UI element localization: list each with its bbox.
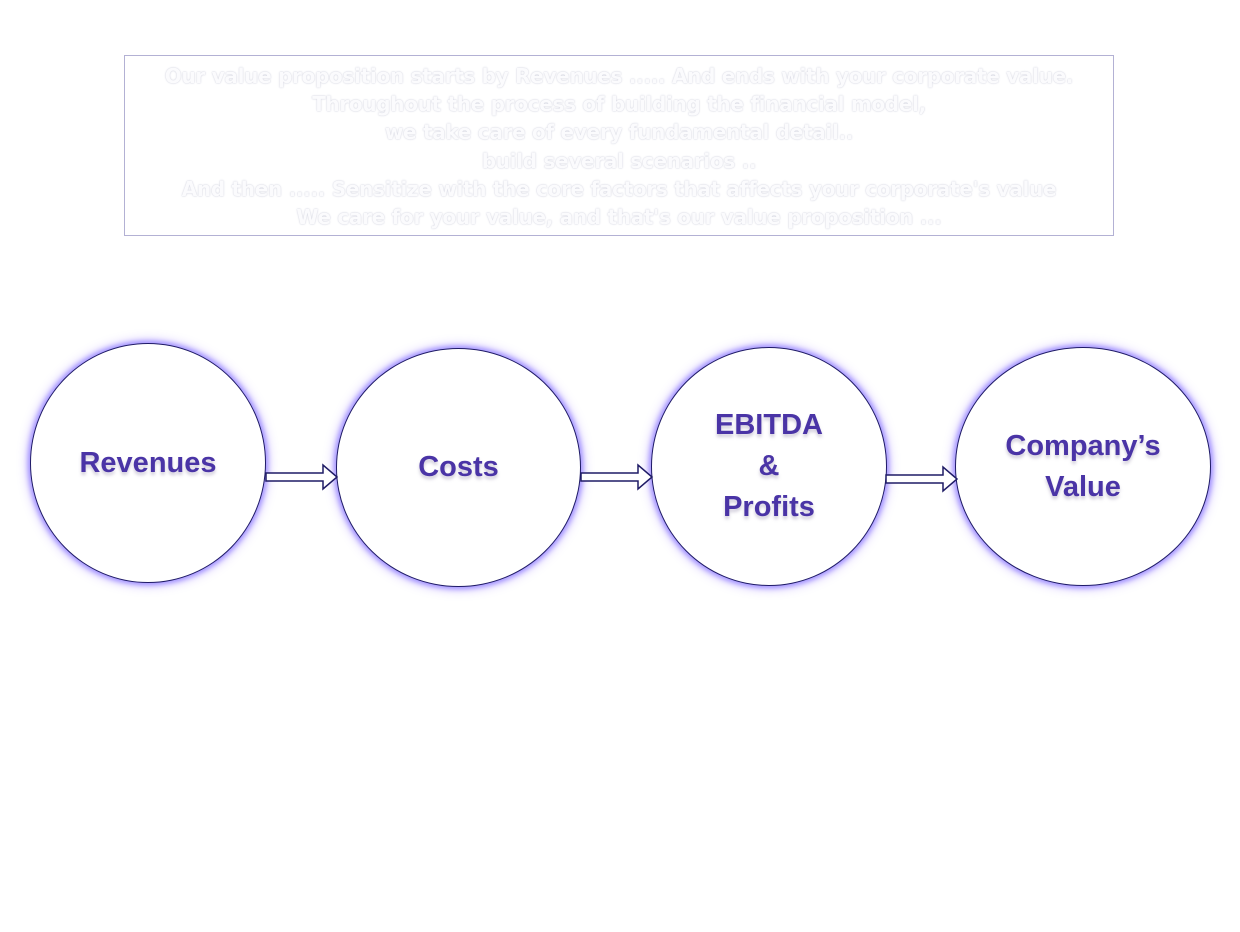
value-proposition-box: Our value proposition starts by Revenues… bbox=[124, 55, 1114, 236]
proposition-line: Throughout the process of building the f… bbox=[312, 92, 926, 117]
step-ebitda-label-line1: EBITDA bbox=[715, 409, 823, 441]
step-costs-circle: Costs bbox=[336, 348, 581, 587]
step-costs-label: Costs bbox=[418, 451, 499, 483]
step-ebitda-profits-circle: EBITDA & Profits bbox=[651, 347, 887, 586]
step-company-value-label-line2: Value bbox=[1045, 470, 1121, 503]
step-company-value-circle: Company’s Value bbox=[955, 347, 1211, 586]
proposition-line: we take care of every fundamental detail… bbox=[384, 120, 854, 145]
arrow-ebitda-to-value-icon bbox=[885, 465, 959, 493]
proposition-line: We care for your value, and that's our v… bbox=[296, 204, 942, 229]
proposition-line: And then ..... Sensitize with the core f… bbox=[181, 176, 1057, 201]
step-company-value-label-line1: Company’s bbox=[1005, 429, 1161, 462]
step-ebitda-label-line3: Profits bbox=[723, 491, 815, 523]
step-revenues-label: Revenues bbox=[79, 446, 217, 479]
proposition-line: build several scenarios .. bbox=[481, 148, 757, 173]
step-revenues-circle: Revenues bbox=[30, 343, 266, 583]
arrow-revenues-to-costs-icon bbox=[265, 463, 339, 491]
step-ebitda-label-line2: & bbox=[758, 450, 780, 482]
arrow-costs-to-ebitda-icon bbox=[580, 463, 654, 491]
proposition-line: Our value proposition starts by Revenues… bbox=[164, 63, 1074, 88]
